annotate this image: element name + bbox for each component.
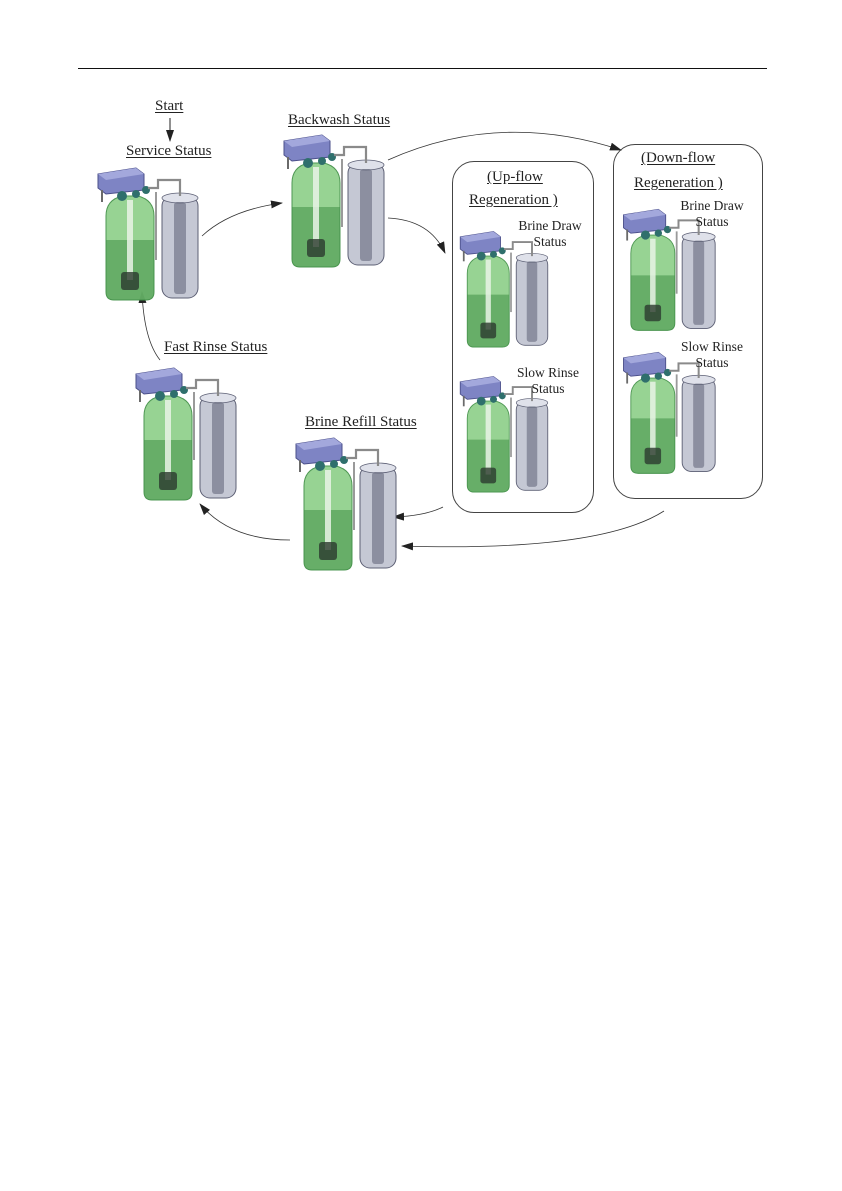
start-label: Start (155, 98, 183, 115)
softener-unit-icon (278, 127, 398, 272)
fast-rinse-unit (130, 360, 250, 505)
down-brine-draw-label: Brine Draw Status (674, 198, 750, 230)
downflow-title-line1: (Down-flow (641, 150, 715, 167)
up-slow-rinse-line1: Slow Rinse (508, 365, 588, 381)
upflow-title-line2: Regeneration ) (469, 192, 558, 209)
down-brine-draw-line2: Status (674, 214, 750, 230)
arrow-icon (200, 504, 290, 540)
fast-rinse-status-label: Fast Rinse Status (164, 339, 267, 356)
brine-refill-status-label: Brine Refill Status (305, 414, 417, 431)
softener-unit-icon (92, 160, 212, 305)
up-slow-rinse-line2: Status (508, 381, 588, 397)
softener-unit-icon (290, 430, 410, 575)
backwash-status-label: Backwash Status (288, 112, 390, 129)
arrow-icon (388, 132, 621, 160)
downflow-title-line2: Regeneration ) (634, 175, 723, 192)
down-brine-draw-line1: Brine Draw (674, 198, 750, 214)
up-brine-draw-label: Brine Draw Status (512, 218, 588, 250)
down-slow-rinse-label: Slow Rinse Status (672, 339, 752, 371)
up-brine-draw-line2: Status (512, 234, 588, 250)
up-brine-draw-line1: Brine Draw (512, 218, 588, 234)
brine-refill-unit (290, 430, 410, 575)
backwash-unit (278, 127, 398, 272)
down-slow-rinse-line2: Status (672, 355, 752, 371)
service-status-label: Service Status (126, 143, 211, 160)
arrow-icon (402, 511, 664, 547)
down-slow-rinse-line1: Slow Rinse (672, 339, 752, 355)
up-slow-rinse-label: Slow Rinse Status (508, 365, 588, 397)
softener-unit-icon (130, 360, 250, 505)
upflow-title-line1: (Up-flow (487, 169, 543, 186)
arrow-icon (202, 203, 282, 236)
service-unit (92, 160, 212, 305)
